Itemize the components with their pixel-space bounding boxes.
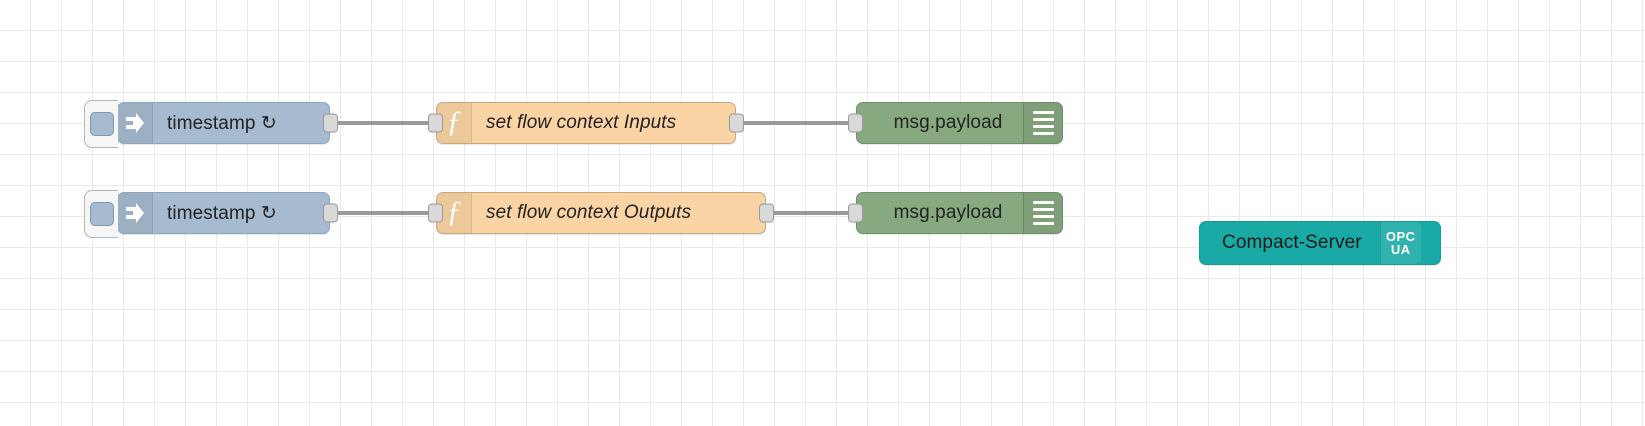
inject-trigger-button-inner bbox=[89, 202, 114, 226]
debug-bar bbox=[1032, 132, 1054, 135]
output-port[interactable] bbox=[759, 203, 774, 223]
output-port[interactable] bbox=[323, 113, 338, 133]
debug-bar bbox=[1032, 125, 1054, 128]
node-inject-timestamp-1[interactable]: timestamp ↻ bbox=[84, 100, 338, 148]
node-function-set-flow-context-inputs[interactable]: ƒ set flow context Inputs bbox=[428, 102, 744, 144]
node-debug-msg-payload-1[interactable]: msg.payload bbox=[848, 100, 1088, 148]
node-inject-timestamp-2[interactable]: timestamp ↻ bbox=[84, 190, 338, 238]
debug-node-label: msg.payload bbox=[893, 112, 1003, 133]
input-port[interactable] bbox=[428, 113, 443, 133]
wire-function1-to-debug1[interactable] bbox=[735, 121, 857, 125]
function-node-label: set flow context Outputs bbox=[486, 202, 692, 223]
opc-ua-icon-line2: UA bbox=[1390, 242, 1411, 257]
debug-bar bbox=[1032, 118, 1054, 121]
input-port[interactable] bbox=[428, 203, 443, 223]
function-node-label: set flow context Inputs bbox=[486, 112, 677, 133]
inject-node-label: timestamp ↻ bbox=[167, 202, 277, 224]
opc-ua-icon: OPC UA bbox=[1379, 222, 1421, 264]
node-function-set-flow-context-outputs[interactable]: ƒ set flow context Outputs bbox=[428, 192, 774, 234]
node-opcua-compact-server[interactable]: Compact-Server OPC UA bbox=[1199, 221, 1441, 265]
debug-bar bbox=[1032, 208, 1054, 211]
opcua-node-label: Compact-Server bbox=[1222, 232, 1362, 253]
input-port[interactable] bbox=[848, 113, 863, 133]
input-port[interactable] bbox=[848, 203, 863, 223]
debug-bar bbox=[1032, 201, 1054, 204]
inject-arrow-icon bbox=[118, 103, 153, 143]
debug-bar bbox=[1032, 111, 1054, 114]
inject-trigger-button-inner bbox=[89, 112, 114, 136]
debug-bars-icon bbox=[1023, 193, 1062, 233]
debug-bars-icon bbox=[1023, 103, 1062, 143]
debug-enable-toggle[interactable] bbox=[1060, 190, 1088, 238]
inject-arrow-icon bbox=[118, 193, 153, 233]
debug-node-label: msg.payload bbox=[893, 202, 1003, 223]
debug-enable-toggle[interactable] bbox=[1060, 100, 1088, 148]
opc-ua-icon-line1: OPC bbox=[1385, 228, 1416, 244]
debug-bar bbox=[1032, 222, 1054, 225]
inject-trigger-button[interactable] bbox=[84, 190, 118, 238]
inject-node-label: timestamp ↻ bbox=[167, 112, 277, 134]
debug-bar bbox=[1032, 215, 1054, 218]
inject-trigger-button[interactable] bbox=[84, 100, 118, 148]
node-debug-msg-payload-2[interactable]: msg.payload bbox=[848, 190, 1088, 238]
wire-function2-to-debug2[interactable] bbox=[765, 211, 857, 215]
wire-inject2-to-function2[interactable] bbox=[327, 211, 437, 215]
output-port[interactable] bbox=[323, 203, 338, 223]
wire-inject1-to-function1[interactable] bbox=[327, 121, 437, 125]
output-port[interactable] bbox=[729, 113, 744, 133]
